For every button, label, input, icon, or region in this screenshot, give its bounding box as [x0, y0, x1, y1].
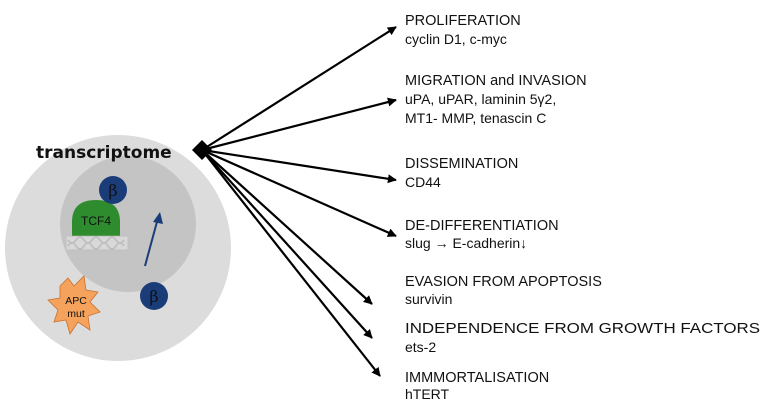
arrows	[201, 26, 397, 377]
outcome-evasion: EVASION FROM APOPTOSIS survivin	[405, 274, 602, 307]
outcome-proliferation: PROLIFERATION cyclin D1, c-myc	[405, 13, 521, 47]
beta-catenin-nuclear	[99, 176, 127, 204]
outcome-title: IMMMORTALISATION	[405, 370, 549, 386]
outcome-title: MIGRATION and INVASION	[405, 73, 587, 89]
outcome-detail: survivin	[405, 291, 452, 307]
apc-mutant-shape	[47, 275, 101, 335]
outcome-independence: INDEPENDENCE FROM GROWTH FACTORS ets-2	[405, 321, 760, 355]
arrow-evasion	[201, 149, 373, 305]
outcome-detail: slug → E-cadherin↓	[405, 235, 527, 251]
arrow-independence	[201, 149, 373, 339]
outcome-title: PROLIFERATION	[405, 13, 521, 29]
outcome-title: DISSEMINATION	[405, 156, 518, 172]
nucleus	[60, 156, 196, 292]
arrow-migration	[201, 97, 397, 152]
outcome-title: INDEPENDENCE FROM GROWTH FACTORS	[405, 321, 760, 337]
arrow-proliferation	[201, 26, 397, 151]
beta-catenin-cytoplasmic	[140, 282, 168, 310]
apc-label: APC	[65, 295, 87, 307]
outcome-detail: hTERT	[405, 386, 450, 402]
outcome-title: DE-DIFFERENTIATION	[405, 218, 559, 234]
translocation-arrowhead	[153, 212, 163, 224]
outcome-dissemination: DISSEMINATION CD44	[405, 156, 518, 190]
outcome-title: EVASION FROM APOPTOSIS	[405, 274, 602, 290]
translocation-arrow	[144, 217, 159, 267]
beta-symbol-nuclear: β	[108, 181, 117, 200]
transcriptome-label: transcriptome	[36, 143, 172, 163]
hub-diamond	[192, 140, 212, 160]
outcome-migration: MIGRATION and INVASION uPA, uPAR, lamini…	[405, 73, 587, 126]
apc-mut-label: mut	[67, 308, 85, 320]
tcf4-protein	[72, 200, 120, 236]
outcome-dedifferentiation: DE-DIFFERENTIATION slug → E-cadherin↓	[405, 218, 559, 251]
outcome-detail: CD44	[405, 174, 441, 190]
beta-symbol-cytoplasmic: β	[149, 287, 158, 306]
arrow-dissemination	[201, 148, 397, 184]
tcf4-label: TCF4	[81, 214, 111, 228]
outcome-detail: MT1- MMP, tenascin C	[405, 110, 546, 126]
arrow-dedifferentiation	[201, 148, 397, 238]
dna-helix	[65, 235, 129, 251]
outcome-detail: uPA, uPAR, laminin 5γ2,	[405, 91, 556, 107]
outcome-immortalisation: IMMMORTALISATION hTERT	[405, 370, 549, 402]
arrow-immortalisation	[201, 149, 381, 377]
outcome-detail: cyclin D1, c-myc	[405, 31, 507, 47]
outcome-detail: ets-2	[405, 339, 436, 355]
